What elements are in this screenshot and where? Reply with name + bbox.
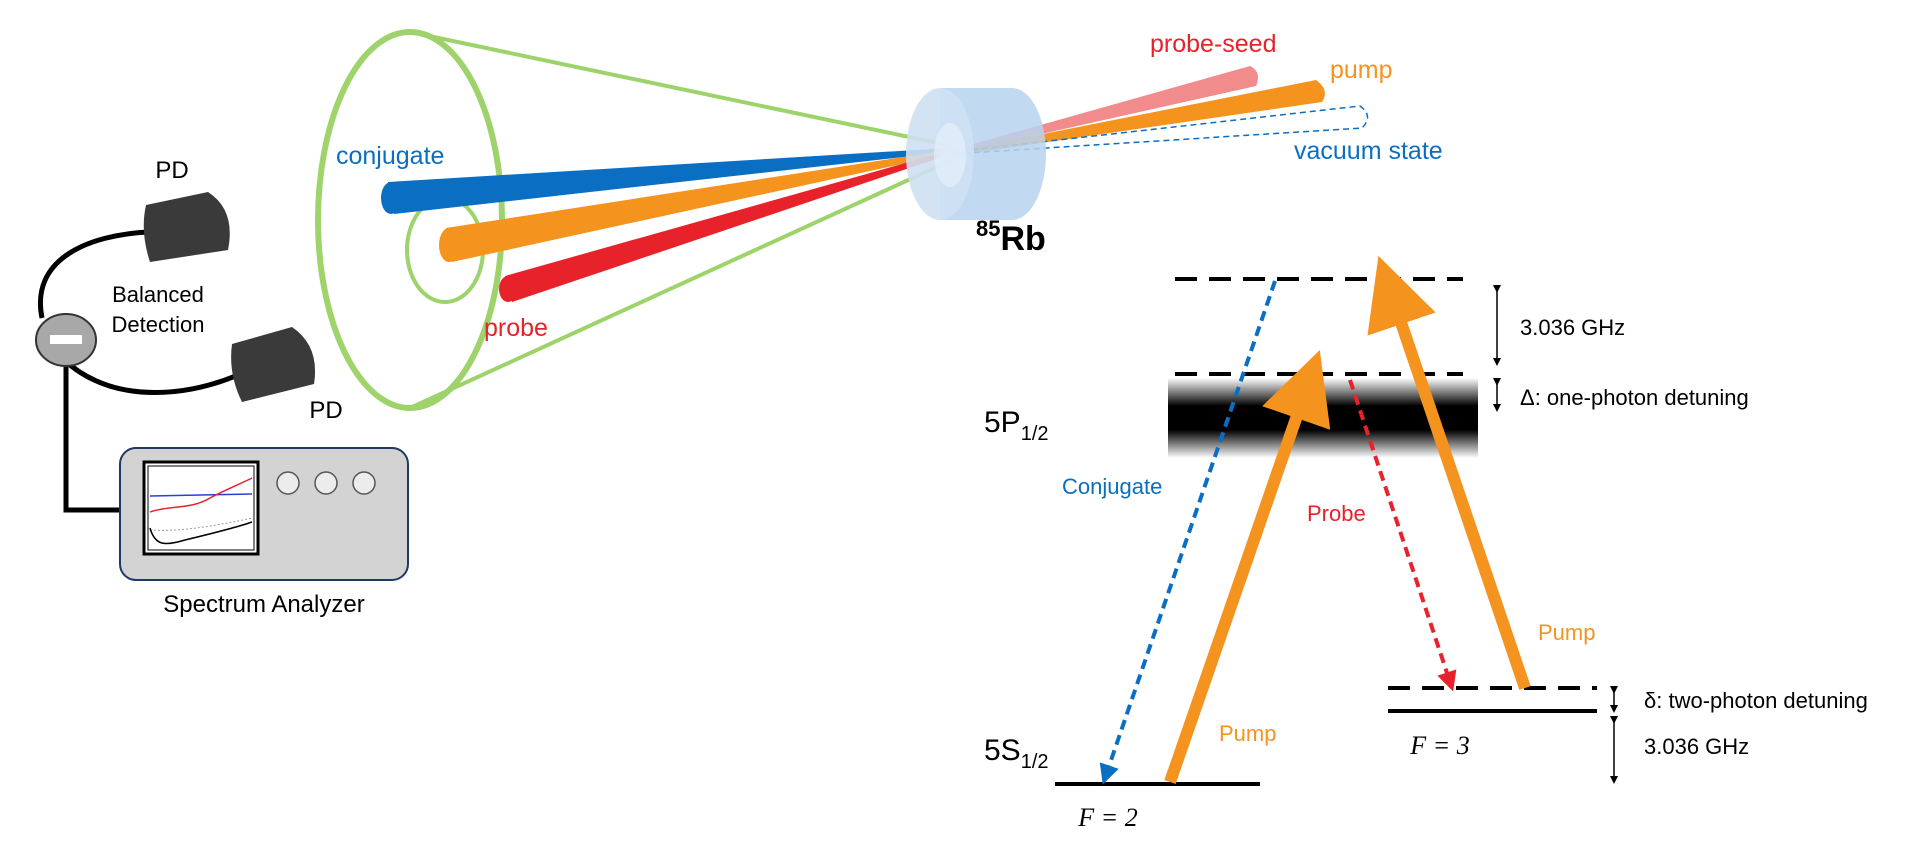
vacuum-state-label: vacuum state	[1294, 137, 1443, 165]
conjugate-label: conjugate	[336, 142, 444, 170]
pump-transition-right	[1367, 255, 1531, 690]
energy-level-diagram: 5P1/2 5S1/2 F = 2 F = 3 3.036 GHz Δ: one…	[984, 255, 1868, 832]
analyzer-knob-3	[352, 471, 376, 495]
conjugate-beam	[388, 148, 948, 214]
excited-level-label: 5P1/2	[984, 406, 1049, 445]
detector-top-label: PD	[155, 157, 188, 184]
conjugate-transition-label: Conjugate	[1062, 474, 1162, 499]
photodetector-bottom-icon	[231, 327, 316, 402]
vacuum-state-beam	[951, 105, 1369, 155]
photodetector-top-icon	[143, 192, 230, 262]
upper-splitting-label: 3.036 GHz	[1520, 315, 1625, 340]
ground-level-label: 5S1/2	[984, 734, 1049, 773]
spectrum-analyzer-icon	[119, 447, 409, 581]
probe-beam	[505, 151, 948, 302]
probe-transition	[1348, 379, 1457, 692]
f2-label: F = 2	[1077, 803, 1137, 832]
cell-label: 85Rb	[976, 216, 1046, 258]
detection-setup: PD PD Balanced Detection Spectrum Analyz…	[35, 157, 409, 618]
two-photon-detuning-label: δ: two-photon detuning	[1644, 688, 1868, 713]
probe-label: probe	[484, 314, 548, 342]
balanced-detection-line2: Detection	[112, 312, 205, 337]
probe-transition-label: Probe	[1307, 501, 1366, 526]
pump-left-label: Pump	[1219, 721, 1276, 746]
spectrum-analyzer-label: Spectrum Analyzer	[163, 591, 364, 618]
balanced-detection-line1: Balanced	[112, 282, 204, 307]
ground-splitting-label: 3.036 GHz	[1644, 734, 1749, 759]
pump-label: pump	[1330, 56, 1393, 84]
cable-analyzer	[63, 365, 122, 513]
analyzer-knob-2	[314, 471, 338, 495]
probe-seed-label: probe-seed	[1150, 30, 1276, 58]
detector-bottom-label: PD	[309, 397, 342, 424]
pump-beam-input	[952, 80, 1325, 156]
minus-icon	[35, 313, 97, 367]
rb-vapor-cell	[906, 88, 1046, 220]
conjugate-transition	[1099, 280, 1277, 785]
pump-beam-transmitted	[446, 150, 948, 262]
beam-geometry: 85Rb conjugate probe probe-seed pump vac…	[315, 29, 1443, 411]
pump-transition-left	[1164, 349, 1331, 784]
pump-right-label: Pump	[1538, 620, 1595, 645]
f3-label: F = 3	[1409, 731, 1469, 760]
cable-bottom	[68, 363, 239, 395]
cable-top	[38, 229, 149, 319]
one-photon-detuning-label: Δ: one-photon detuning	[1520, 385, 1749, 410]
analyzer-knob-1	[276, 471, 300, 495]
